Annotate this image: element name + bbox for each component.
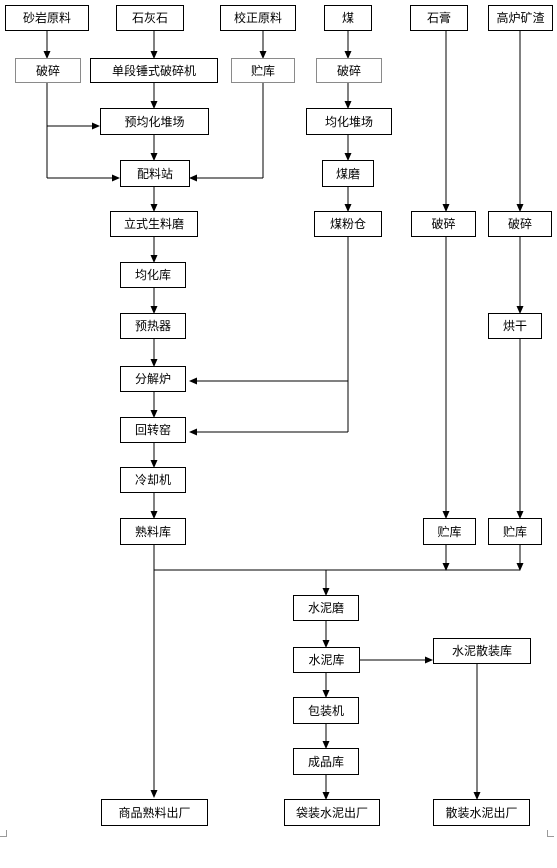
node-gypsum: 石膏 (410, 5, 468, 31)
node-hammer-crusher: 单段锤式破碎机 (90, 58, 218, 83)
node-product-store: 成品库 (293, 748, 359, 775)
node-coal-mill: 煤磨 (322, 160, 374, 187)
node-crush-gypsum: 破碎 (411, 211, 476, 237)
node-rotary-kiln: 回转窑 (120, 417, 186, 443)
node-bulk-cement-silo: 水泥散装库 (433, 638, 531, 664)
node-storage-correction: 贮库 (231, 58, 295, 83)
node-cement-silo: 水泥库 (293, 647, 360, 673)
node-dryer: 烘干 (488, 313, 542, 339)
node-packing-machine: 包装机 (293, 697, 359, 724)
corner-mark (0, 830, 7, 837)
node-clinker-dispatch: 商品熟料出厂 (101, 799, 208, 826)
node-homogenizing-silo: 均化库 (120, 262, 186, 288)
node-cement-mill: 水泥磨 (293, 595, 359, 621)
node-bulk-cement-dispatch: 散装水泥出厂 (433, 799, 530, 826)
node-calciner: 分解炉 (120, 366, 186, 392)
node-pre-homogenizing-yard: 预均化堆场 (100, 108, 209, 135)
node-sandstone: 砂岩原料 (5, 5, 89, 31)
node-bagged-cement-dispatch: 袋装水泥出厂 (284, 799, 380, 826)
node-coal: 煤 (324, 5, 372, 31)
node-correction: 校正原料 (220, 5, 296, 31)
node-crush-sandstone: 破碎 (15, 58, 81, 83)
node-preheater: 预热器 (120, 313, 186, 339)
node-cooler: 冷却机 (120, 467, 186, 493)
node-slag: 高炉矿渣 (488, 5, 553, 31)
node-batching-station: 配料站 (120, 160, 190, 187)
node-clinker-silo: 熟料库 (120, 518, 186, 545)
node-crush-slag: 破碎 (488, 211, 552, 237)
node-vertical-raw-mill: 立式生料磨 (110, 211, 198, 237)
node-limestone: 石灰石 (116, 5, 184, 31)
corner-mark (547, 830, 554, 837)
node-storage-gypsum: 贮库 (423, 518, 476, 545)
node-coal-powder-bin: 煤粉仓 (314, 211, 382, 237)
node-crush-coal: 破碎 (316, 58, 382, 83)
node-coal-homogenizing-yard: 均化堆场 (306, 108, 392, 135)
node-storage-slag: 贮库 (488, 518, 542, 545)
